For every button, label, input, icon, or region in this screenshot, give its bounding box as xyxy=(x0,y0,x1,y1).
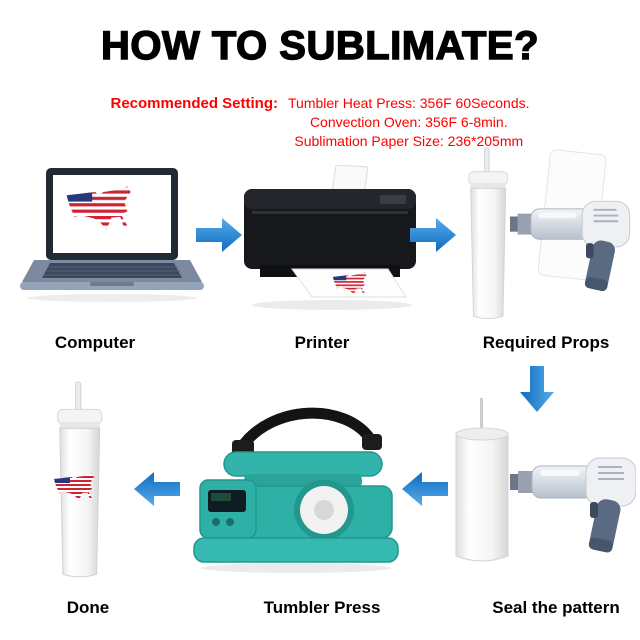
step-label-printer: Printer xyxy=(294,333,350,352)
done-tumbler-illustration xyxy=(40,380,120,585)
arrow-right-icon xyxy=(410,218,456,252)
props-icon xyxy=(468,147,631,319)
step-label-tumbler-press: Tumbler Press xyxy=(263,598,381,617)
laptop-icon xyxy=(20,168,204,302)
recommended-settings-label: Recommended Setting: xyxy=(110,95,279,112)
step-label-computer: Computer xyxy=(54,333,136,352)
arrow-left-icon xyxy=(402,472,448,506)
seal-pattern-illustration xyxy=(446,396,636,581)
computer-illustration xyxy=(20,166,205,321)
setting-line-paper-size: Sublimation Paper Size: 236*205mm xyxy=(294,132,524,149)
step-label-required-props: Required Props xyxy=(482,333,610,352)
page-title: HOW TO SUBLIMATE? xyxy=(100,23,540,68)
setting-line-oven: Convection Oven: 356F 6-8min. xyxy=(309,113,508,130)
heat-gun-icon xyxy=(509,457,636,555)
arrow-right-icon xyxy=(196,218,242,252)
step-label-seal-pattern: Seal the pattern xyxy=(492,598,620,617)
recommended-settings-lines: Tumbler Heat Press: 356F 60Seconds. Conv… xyxy=(288,94,530,151)
arrow-left-icon xyxy=(134,472,180,506)
printer-illustration xyxy=(240,165,420,315)
setting-line-heat-press: Tumbler Heat Press: 356F 60Seconds. xyxy=(288,95,530,111)
step-label-done: Done xyxy=(66,598,110,617)
required-props-illustration xyxy=(452,146,637,326)
seal-icon xyxy=(455,398,636,562)
tumbler-icon xyxy=(455,398,509,562)
recommended-settings: Recommended Setting: Tumbler Heat Press:… xyxy=(0,94,640,151)
printer-icon xyxy=(244,165,416,310)
tumbler-icon xyxy=(468,147,508,319)
tumbler-press-illustration xyxy=(186,396,406,576)
tumbler-press-icon xyxy=(193,407,399,573)
tumbler-icon xyxy=(40,381,120,578)
